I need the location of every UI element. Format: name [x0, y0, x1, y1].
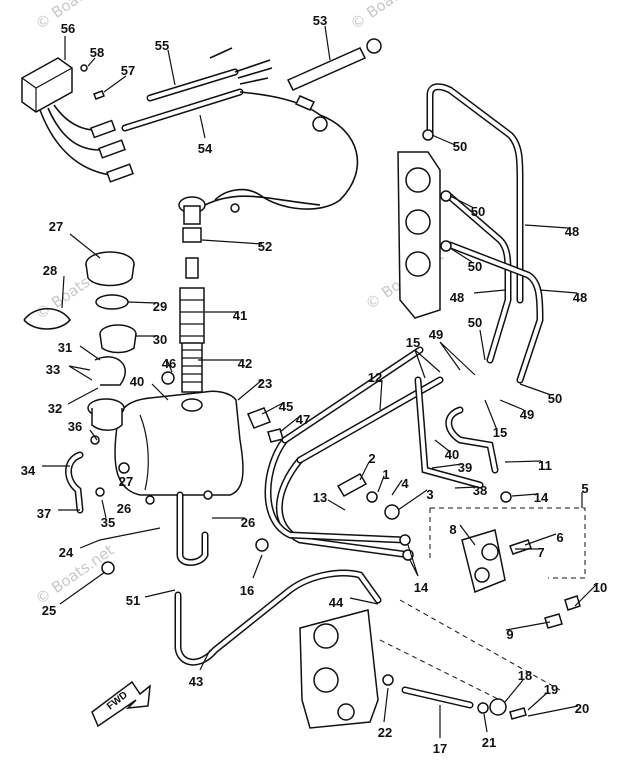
callout-c26b: 26: [241, 515, 255, 530]
callout-c37: 37: [37, 506, 51, 521]
callout-c57: 57: [121, 63, 135, 78]
callout-c33: 33: [46, 362, 60, 377]
callout-c35: 35: [101, 515, 115, 530]
callout-c3: 3: [426, 487, 433, 502]
oil-hoses: [65, 83, 544, 709]
callout-c41: 41: [233, 308, 247, 323]
callout-c40a: 40: [130, 374, 144, 389]
callout-c47: 47: [296, 412, 310, 427]
callout-c5: 5: [581, 481, 588, 496]
filler-cap-parts: [23, 251, 137, 386]
callout-c56: 56: [61, 21, 75, 36]
callout-c1: 1: [382, 467, 389, 482]
callout-c22: 22: [378, 725, 392, 740]
callout-c34: 34: [21, 463, 36, 478]
callout-c8: 8: [449, 522, 456, 537]
callout-c30: 30: [153, 332, 167, 347]
callout-c49b: 49: [520, 407, 534, 422]
watermark: © Boats.net: [32, 541, 117, 608]
callout-c38: 38: [473, 483, 487, 498]
callout-c45: 45: [279, 399, 293, 414]
callout-c18: 18: [518, 668, 532, 683]
callout-c40b: 40: [445, 447, 459, 462]
callout-c4: 4: [401, 476, 409, 491]
callout-c15b: 15: [493, 425, 507, 440]
callout-c2: 2: [368, 451, 375, 466]
callout-c48c: 48: [573, 290, 587, 305]
callout-c19: 19: [544, 682, 558, 697]
leader-lines: [42, 25, 599, 738]
callout-c23: 23: [258, 376, 272, 391]
callout-c39: 39: [458, 460, 472, 475]
callout-c52: 52: [258, 239, 272, 254]
callout-c42: 42: [238, 356, 252, 371]
callout-c14b: 14: [414, 580, 429, 595]
callout-c44: 44: [329, 595, 344, 610]
callout-c11: 11: [538, 458, 552, 473]
callout-c13: 13: [313, 490, 327, 505]
callout-c50a: 50: [453, 139, 467, 154]
callout-c25: 25: [42, 603, 56, 618]
forward-arrow: FWD: [91, 680, 151, 728]
wire-harness: [121, 38, 382, 210]
callout-c27b: 27: [119, 474, 133, 489]
callout-c17: 17: [433, 741, 447, 756]
callout-c16: 16: [240, 583, 254, 598]
callout-c55: 55: [155, 38, 169, 53]
callout-c50e: 50: [548, 391, 562, 406]
callout-c53: 53: [313, 13, 327, 28]
oil-pump-assembly-5: [90, 435, 586, 720]
callout-c6: 6: [556, 530, 563, 545]
callout-c36: 36: [68, 419, 82, 434]
callout-c7: 7: [537, 545, 544, 560]
callout-c15a: 15: [406, 335, 420, 350]
engine-block-upper: [397, 129, 452, 319]
callout-c14a: 14: [534, 490, 549, 505]
callout-c54: 54: [198, 141, 213, 156]
callout-c28: 28: [43, 263, 57, 278]
callout-c49a: 49: [429, 327, 443, 342]
callout-c9: 9: [506, 627, 513, 642]
oil-tank-23: [87, 195, 321, 505]
callout-c50d: 50: [468, 315, 482, 330]
callout-c10: 10: [593, 580, 607, 595]
callout-c24: 24: [59, 545, 74, 560]
callout-c50b: 50: [471, 204, 485, 219]
callout-c51: 51: [126, 593, 140, 608]
callout-c12: 12: [368, 370, 382, 385]
callout-c43: 43: [189, 674, 203, 689]
callout-c32: 32: [48, 401, 62, 416]
callout-c29: 29: [153, 299, 167, 314]
callout-c58: 58: [90, 45, 104, 60]
callout-c48b: 48: [450, 290, 464, 305]
warning-unit-56: [21, 57, 134, 183]
callout-c21: 21: [482, 735, 496, 750]
callout-c46: 46: [162, 356, 176, 371]
callout-c48a: 48: [565, 224, 579, 239]
watermark: © Boats.net: [347, 0, 432, 33]
callout-c20: 20: [575, 701, 589, 716]
engine-block-lower: [299, 609, 379, 729]
callout-c50c: 50: [468, 259, 482, 274]
callout-c27: 27: [49, 219, 63, 234]
callout-c31: 31: [58, 340, 72, 355]
callout-c26a: 26: [117, 501, 131, 516]
